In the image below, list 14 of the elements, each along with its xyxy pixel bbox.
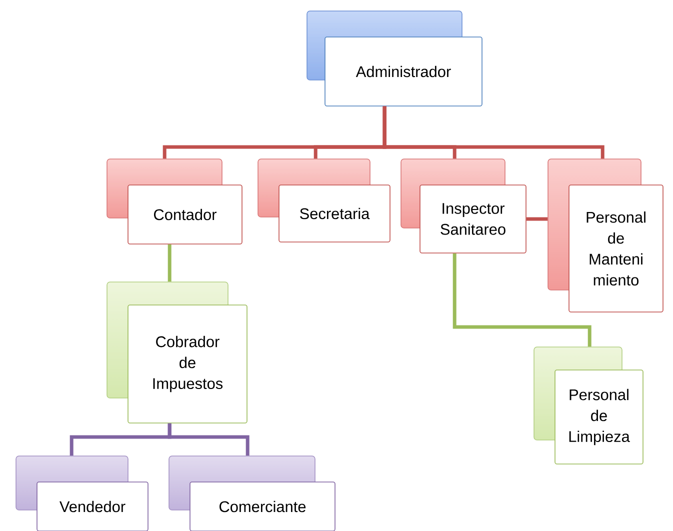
org-box: Inspector Sanitareo — [400, 158, 526, 254]
org-box: Comerciante — [168, 456, 336, 531]
org-box: Contador — [106, 158, 242, 244]
org-box: Secretaria — [258, 158, 390, 242]
connector-line — [382, 106, 604, 159]
org-box: Personal de Manteni miento — [548, 158, 664, 312]
connector-line — [168, 244, 172, 282]
connector-line — [526, 217, 548, 221]
connector-line — [452, 253, 592, 347]
org-box: Administrador — [306, 10, 482, 106]
connector-line — [168, 423, 250, 456]
org-box: Personal de Limpieza — [534, 346, 644, 464]
org-box: Vendedor — [16, 456, 148, 531]
org-box: Cobrador de Impuestos — [106, 282, 248, 424]
